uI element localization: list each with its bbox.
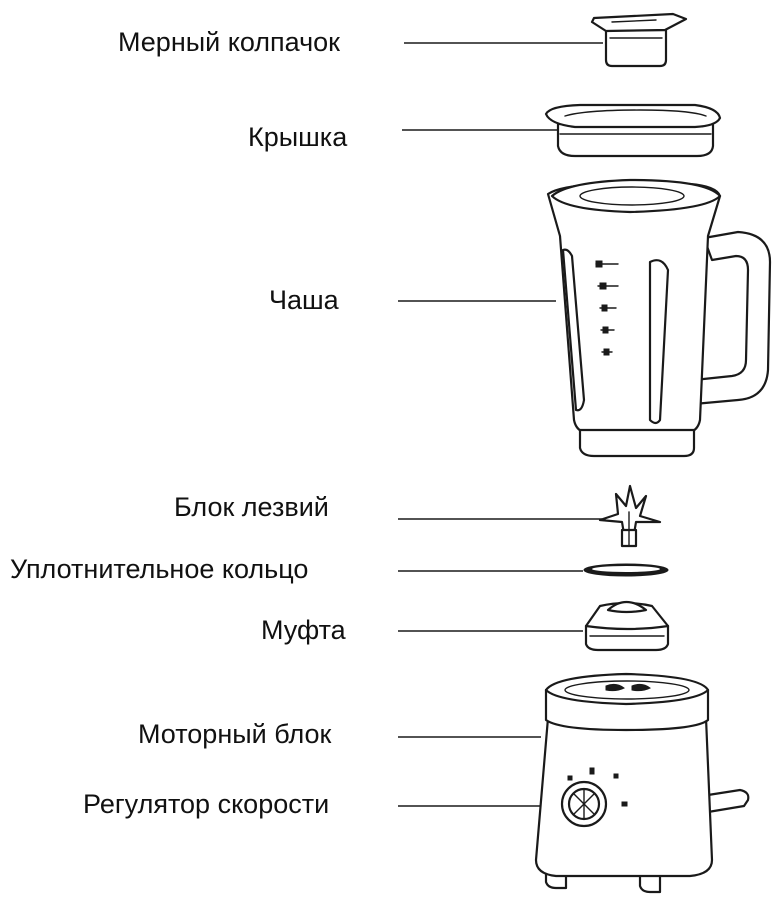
sealing-ring-drawing (583, 563, 669, 577)
label-sealing-ring: Уплотнительное кольцо (10, 554, 309, 584)
coupling-drawing (584, 600, 670, 652)
label-blade-unit: Блок лезвий (174, 492, 329, 522)
label-lid: Крышка (248, 122, 348, 152)
blade-unit-drawing (598, 484, 662, 548)
label-coupling: Муфта (261, 615, 346, 645)
label-motor-base: Моторный блок (138, 719, 332, 749)
label-jug: Чаша (269, 285, 339, 315)
label-speed-control: Регулятор скорости (83, 789, 330, 819)
label-measuring-cap: Мерный колпачок (118, 27, 340, 57)
motor-base-drawing (534, 672, 750, 894)
jug-drawing (546, 178, 772, 458)
lid-drawing (544, 103, 722, 158)
measuring-cap-drawing (590, 12, 688, 68)
